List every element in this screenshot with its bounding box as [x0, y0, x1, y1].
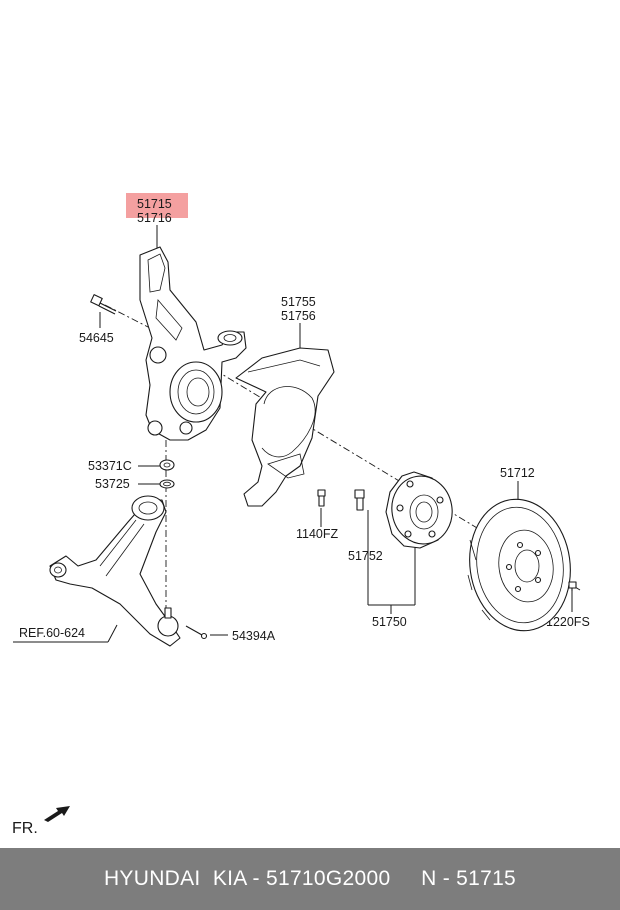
label-51750[interactable]: 51750 [372, 615, 407, 629]
steering-knuckle[interactable] [139, 246, 247, 441]
part-info-footer: HYUNDAI KIA - 51710G2000 N - 51715 [0, 848, 620, 910]
bolt-1140fz[interactable] [317, 489, 326, 507]
nut-53371c[interactable] [159, 459, 175, 471]
hub-bolt-51752[interactable] [354, 489, 365, 511]
front-direction-label: FR. [12, 820, 38, 837]
brake-disc-51712[interactable] [461, 493, 578, 638]
label-53725[interactable]: 53725 [95, 477, 130, 491]
label-51716[interactable]: 51716 [137, 211, 172, 225]
selected-part-highlight [126, 193, 188, 218]
dust-cover[interactable] [235, 347, 335, 507]
label-1140fz[interactable]: 1140FZ [296, 527, 339, 541]
cotter-pin-54394a[interactable] [185, 625, 208, 640]
label-51752[interactable]: 51752 [348, 549, 383, 563]
screw-1220fs[interactable] [568, 581, 577, 591]
label-54645[interactable]: 54645 [79, 331, 114, 345]
label-51755[interactable]: 51755 [281, 295, 316, 309]
label-ref-60-624[interactable]: REF.60-624 [19, 626, 85, 640]
label-54394a[interactable]: 54394A [232, 629, 276, 643]
hub-bearing-assembly[interactable] [385, 471, 457, 549]
parts-diagram: 51715 51716 54645 51755 51756 53371C 537… [12, 193, 590, 837]
label-51756[interactable]: 51756 [281, 309, 316, 323]
front-arrow-icon [44, 806, 70, 822]
washer-53725[interactable] [159, 479, 175, 489]
lower-control-arm[interactable] [49, 495, 181, 647]
label-51712[interactable]: 51712 [500, 466, 535, 480]
label-53371c[interactable]: 53371C [88, 459, 132, 473]
label-1220fs[interactable]: 1220FS [546, 615, 590, 629]
footer-text: HYUNDAI KIA - 51710G2000 N - 51715 [103, 867, 517, 890]
label-51715[interactable]: 51715 [137, 197, 172, 211]
leader-lines [13, 225, 573, 643]
bolt-54645[interactable] [90, 294, 117, 315]
